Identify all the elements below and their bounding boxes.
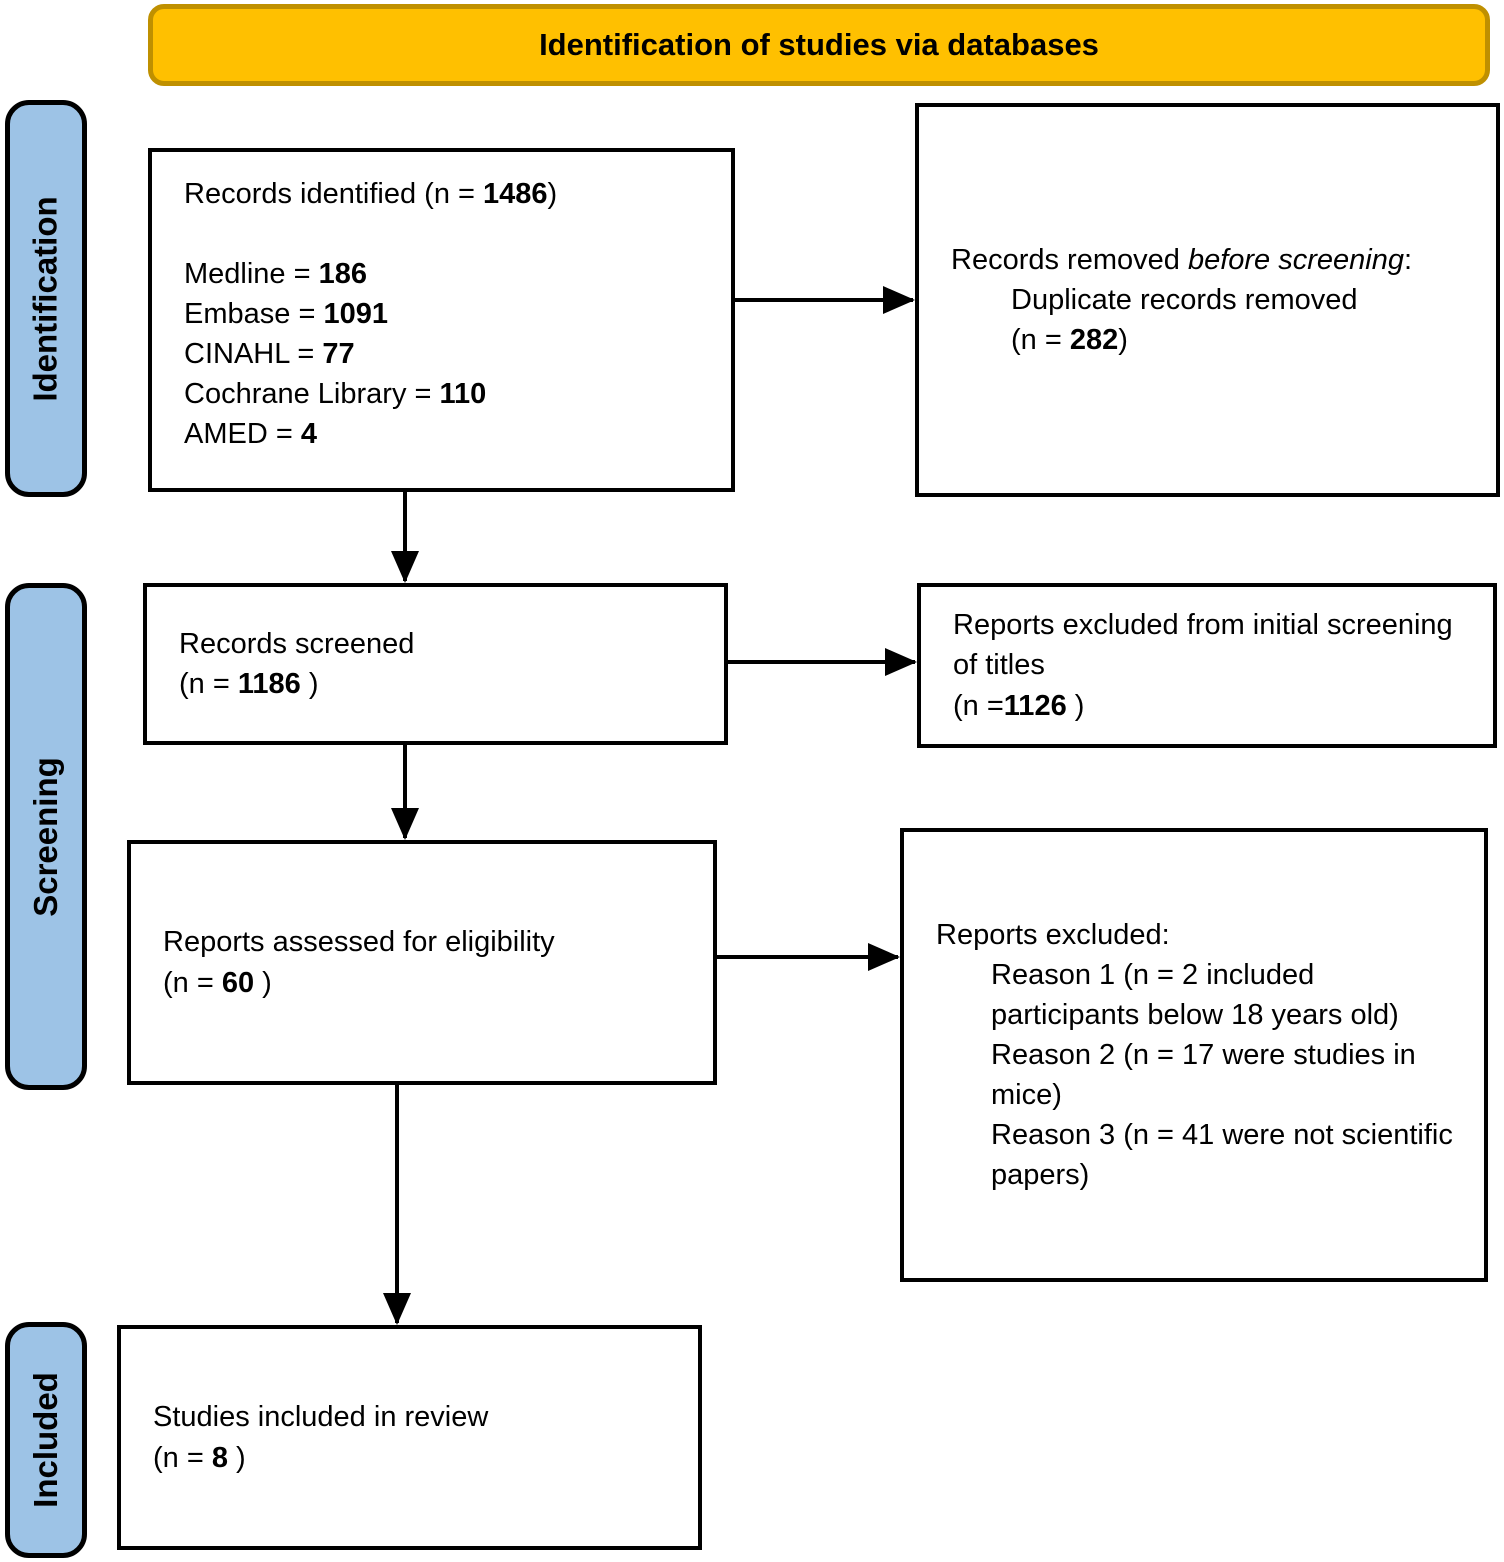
records-screened-line: Records screened <box>179 627 415 660</box>
box-records-removed: Records removed before screening: Duplic… <box>915 103 1500 497</box>
box-reports-assessed: Reports assessed for eligibility (n = 60… <box>127 840 717 1085</box>
studies-included-n-pre: (n = <box>153 1441 212 1474</box>
studies-included-n-post: ) <box>227 1441 246 1474</box>
records-identified-line: Records identified (n = 1486) <box>184 174 707 214</box>
source-amed-label: AMED = <box>184 418 301 451</box>
stage-label-included: Included <box>5 1322 87 1558</box>
records-identified-close: ) <box>547 178 558 210</box>
stage-label-screening-text: Screening <box>27 756 64 917</box>
box-reports-excluded-titles: Reports excluded from initial screening … <box>917 583 1497 748</box>
stage-label-screening: Screening <box>5 583 87 1090</box>
reports-excluded-reasons-title: Reports excluded: <box>936 918 1170 951</box>
exclusion-reason-3: Reason 3 (n = 41 were not scientific pap… <box>991 1119 1453 1192</box>
reports-excluded-titles-count-line: (n =1126 ) <box>953 686 1469 726</box>
reports-assessed-line: Reports assessed for eligibility <box>163 926 555 959</box>
reports-excluded-titles-line: Reports excluded from initial screening … <box>953 609 1453 682</box>
exclusion-reason-2: Reason 2 (n = 17 were studies in mice) <box>991 1038 1416 1111</box>
source-embase-label: Embase = <box>184 298 324 331</box>
box-records-screened: Records screened (n = 1186 ) <box>143 583 728 745</box>
source-amed: AMED = 4 <box>184 414 707 454</box>
reports-assessed-n-pre: (n = <box>163 966 222 999</box>
source-cinahl: CINAHL = 77 <box>184 334 707 374</box>
banner-identification-via-databases: Identification of studies via databases <box>148 4 1490 86</box>
source-embase: Embase = 1091 <box>184 294 707 334</box>
banner-title: Identification of studies via databases <box>539 27 1099 62</box>
source-embase-count: 1091 <box>323 298 388 331</box>
studies-included-count: 8 <box>211 1441 228 1474</box>
source-amed-count: 4 <box>300 418 317 451</box>
records-removed-text: Records removed <box>951 243 1188 276</box>
reports-excluded-titles-n-post: ) <box>1066 689 1085 722</box>
source-cochrane: Cochrane Library = 110 <box>184 374 707 414</box>
source-cinahl-count: 77 <box>322 338 355 371</box>
reports-assessed-count: 60 <box>221 966 255 999</box>
stage-label-identification-text: Identification <box>27 195 64 402</box>
database-source-list: Medline = 186 Embase = 1091 CINAHL = 77 … <box>184 254 707 454</box>
reports-excluded-titles-n-pre: (n = <box>953 689 1004 722</box>
records-removed-colon: : <box>1403 243 1413 276</box>
records-removed-line: Records removed before screening: <box>951 240 1472 280</box>
duplicates-count: 282 <box>1069 324 1119 356</box>
box-records-identified: Records identified (n = 1486) Medline = … <box>148 148 735 492</box>
box-studies-included: Studies included in review (n = 8 ) <box>117 1325 702 1550</box>
reports-excluded-titles-count: 1126 <box>1003 689 1067 722</box>
source-cochrane-label: Cochrane Library = <box>184 378 440 411</box>
source-medline: Medline = 186 <box>184 254 707 294</box>
duplicates-removed-count-line: (n = 282) <box>951 320 1472 360</box>
stage-label-included-text: Included <box>27 1372 64 1508</box>
reports-assessed-n-post: ) <box>254 966 272 999</box>
records-identified-text: Records identified (n = <box>184 178 484 210</box>
source-medline-count: 186 <box>318 258 367 291</box>
records-screened-count-line: (n = 1186 ) <box>179 664 700 704</box>
stage-label-identification: Identification <box>5 100 87 497</box>
source-cinahl-label: CINAHL = <box>184 338 323 371</box>
records-screened-n-pre: (n = <box>179 668 238 700</box>
source-cochrane-count: 110 <box>439 378 487 411</box>
duplicates-n-post: ) <box>1118 324 1128 356</box>
source-medline-label: Medline = <box>184 258 319 291</box>
exclusion-reason-1: Reason 1 (n = 2 included participants be… <box>991 958 1399 1031</box>
reports-assessed-count-line: (n = 60 ) <box>163 963 689 1003</box>
duplicates-n-pre: (n = <box>1011 324 1070 356</box>
records-identified-count: 1486 <box>483 178 548 210</box>
records-screened-count: 1186 <box>237 668 301 700</box>
studies-included-count-line: (n = 8 ) <box>153 1438 674 1478</box>
duplicates-removed-line: Duplicate records removed <box>1011 283 1358 316</box>
box-reports-excluded-reasons: Reports excluded: Reason 1 (n = 2 includ… <box>900 828 1488 1282</box>
records-removed-italic-phrase: before screening <box>1187 243 1404 276</box>
records-screened-n-post: ) <box>300 668 319 700</box>
studies-included-line: Studies included in review <box>153 1401 489 1434</box>
